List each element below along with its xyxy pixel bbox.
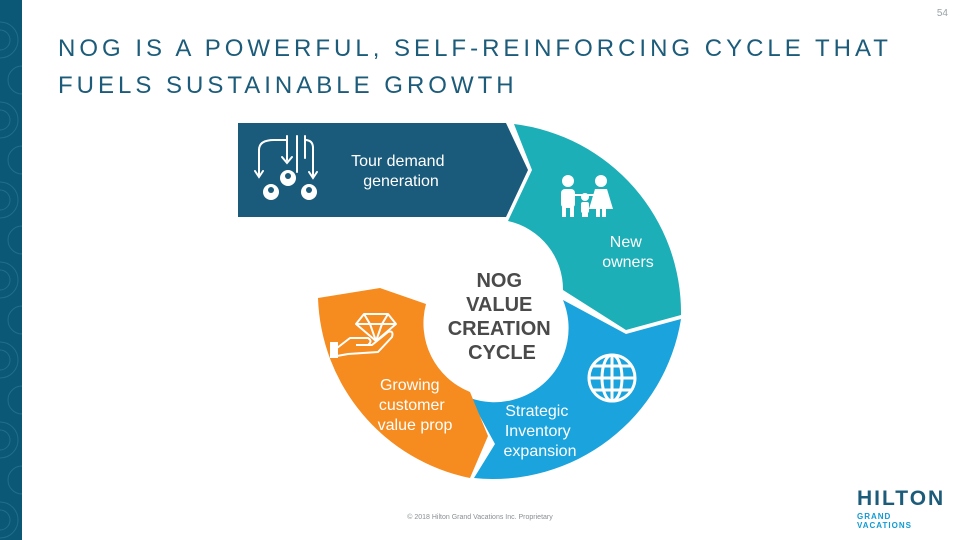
svg-text:Strategic Inventory ex: Strategic Inventory expansion — [504, 403, 577, 460]
svg-text:Growing customer value: Growing customer value prop — [378, 377, 453, 434]
copyright-footer: © 2018 Hilton Grand Vacations Inc. Propr… — [407, 514, 553, 521]
svg-text:NOG VALUE CREATION: NOG VALUE CREATION CYCLE — [448, 270, 557, 364]
family-icon — [561, 175, 613, 217]
stage-strategic-inventory-label-2: Inventory — [505, 423, 571, 440]
stage-strategic-inventory-label-3: expansion — [504, 443, 577, 460]
page-number: 54 — [936, 8, 948, 19]
stage-customer-value-label-3: value prop — [378, 417, 453, 434]
funnel-people-icon — [254, 135, 318, 200]
hilton-logo: HILTON GRAND VACATIONS — [857, 487, 946, 531]
logo-main-text: HILTON — [857, 487, 946, 510]
stage-new-owners-shape — [508, 124, 682, 330]
stage-customer-value-label-1: Growing — [380, 377, 440, 394]
svg-text:Tour demand generation: Tour demand generation — [351, 153, 449, 190]
svg-text:New owners: New owners — [602, 234, 654, 271]
stage-strategic-inventory-label-1: Strategic — [505, 403, 568, 420]
stage-tour-demand-label-1: Tour demand — [351, 153, 444, 170]
stage-customer-value-shape — [318, 288, 488, 478]
slide-title: NOG IS A POWERFUL, SELF-REINFORCING CYCL… — [58, 35, 892, 99]
logo-sub-text: GRAND VACATIONS — [857, 512, 912, 530]
stage-customer-value-label-2: customer — [379, 397, 445, 414]
decorative-side-strip — [0, 0, 22, 540]
center-label-line-4: CYCLE — [468, 342, 536, 364]
globe-icon — [587, 353, 637, 403]
side-pattern — [0, 21, 22, 539]
stage-tour-demand-shape — [238, 123, 528, 217]
stage-strategic-inventory-shape — [470, 300, 681, 479]
center-label-line-2: VALUE — [466, 294, 532, 316]
stage-new-owners-label-2: owners — [602, 254, 654, 271]
diamond-hand-icon — [330, 313, 397, 358]
center-label-line-1: NOG — [476, 270, 522, 292]
stage-tour-demand-label-2: generation — [363, 173, 439, 190]
center-label-line-3: CREATION — [448, 318, 551, 340]
stage-new-owners-label-1: New — [610, 234, 642, 251]
